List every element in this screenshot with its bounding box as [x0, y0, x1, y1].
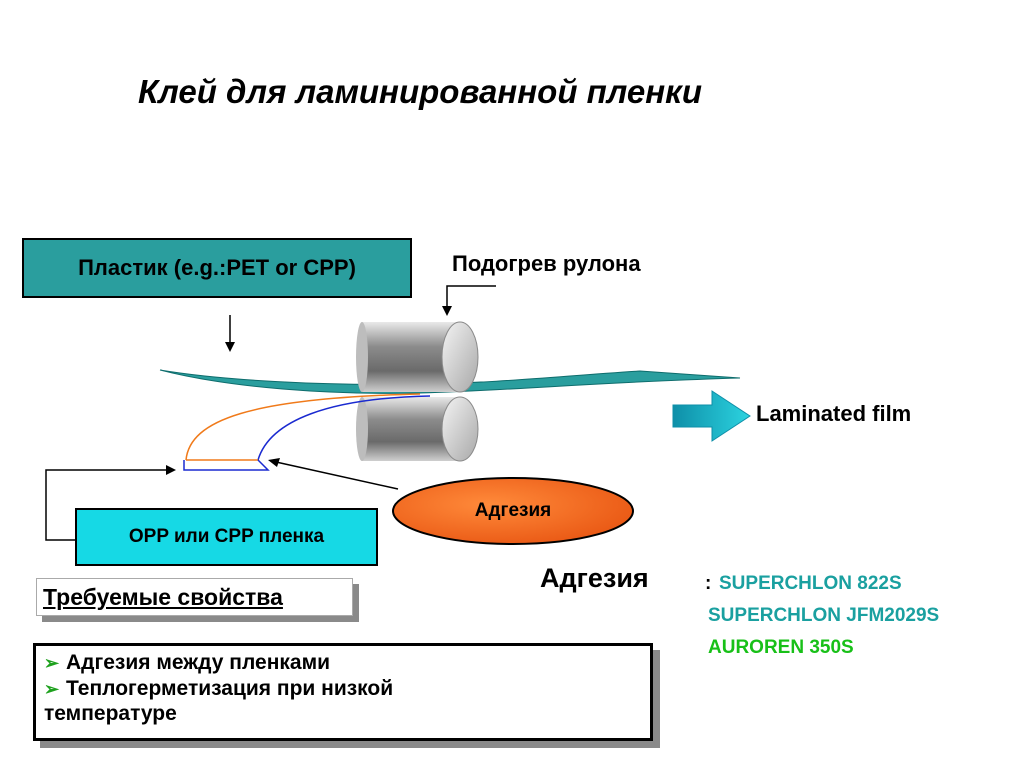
- adhesive-arrow: [268, 458, 399, 490]
- plastic-label-box: Пластик (e.g.:PET or CPP): [22, 238, 412, 298]
- arrow-bullet-icon: ➢: [44, 679, 60, 699]
- adhesive-ellipse-label: Адгезия: [474, 500, 552, 521]
- product-name: SUPERCHLON 822S: [719, 573, 902, 594]
- adhesive-ellipse: [392, 477, 634, 545]
- requirements-heading-box: Требуемые свойства: [36, 578, 353, 616]
- products-colon: :: [705, 573, 712, 594]
- opp-film-path-orange: [185, 393, 421, 461]
- list-item: ➢ Адгезия между пленками: [44, 650, 642, 676]
- heated-roll-icon: [356, 321, 479, 393]
- arrow-bullet-icon: ➢: [44, 653, 60, 673]
- plastic-film-strip: [159, 369, 741, 394]
- heat-roll-arrow: [442, 285, 496, 316]
- plastic-feed-arrow: [225, 315, 235, 352]
- laminated-film-label: Laminated film: [756, 401, 912, 426]
- slide-title: Клей для ламинированной пленки: [138, 73, 703, 110]
- plastic-label: Пластик (e.g.:PET or CPP): [78, 255, 356, 280]
- list-item-text: Теплогерметизация при низкой: [66, 677, 394, 700]
- output-arrow-icon: [672, 390, 751, 442]
- list-item-text: Адгезия между пленками: [66, 651, 331, 674]
- opp-film-box: OPP или CPP пленка: [75, 508, 378, 566]
- product-name: AUROREN 350S: [708, 637, 854, 658]
- products-heading: Адгезия: [540, 563, 649, 593]
- opp-film-label: OPP или CPP пленка: [128, 526, 325, 547]
- list-item-continuation: температуре: [44, 702, 177, 725]
- list-item: ➢ Теплогерметизация при низкой: [44, 676, 642, 702]
- opp-feed-arrow: [45, 465, 176, 541]
- requirements-list: ➢ Адгезия между пленками ➢ Теплогерметиз…: [33, 643, 653, 741]
- product-name: SUPERCHLON JFM2029S: [708, 605, 940, 626]
- heat-roll-label: Подогрев рулона: [452, 251, 641, 276]
- bottom-roll-icon: [356, 396, 479, 462]
- opp-film-path-blue: [257, 395, 431, 461]
- requirements-heading: Требуемые свойства: [43, 583, 283, 610]
